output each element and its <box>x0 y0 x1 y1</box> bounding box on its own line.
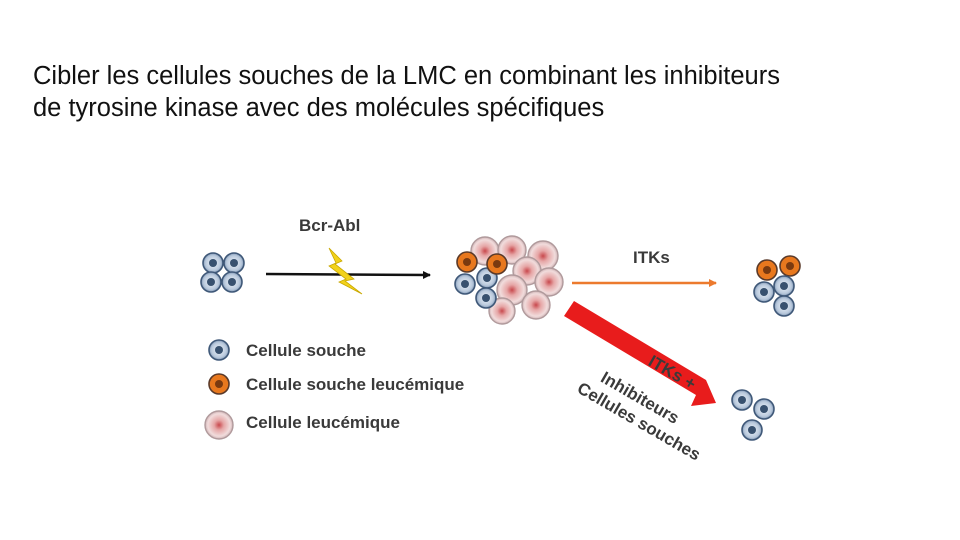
legend-label: Cellule souche leucémique <box>246 375 464 394</box>
stem-cell <box>223 252 245 274</box>
legend-label: Cellule souche <box>246 341 366 360</box>
stem-cell <box>202 252 224 274</box>
stem-cell <box>475 287 497 309</box>
legend-item-stem-cell: Cellule souche <box>208 339 366 361</box>
leukemic-stem-cell <box>779 255 801 277</box>
slide-title: Cibler les cellules souches de la LMC en… <box>33 60 933 124</box>
lightning-icon <box>328 247 363 295</box>
legend-item-leukemic-stem-cell: Cellule souche leucémique <box>208 373 464 395</box>
stem-cell <box>200 271 222 293</box>
title-line-1: Cibler les cellules souches de la LMC en… <box>33 62 780 90</box>
leukemic-stem-cell <box>456 251 478 273</box>
leukemic-cluster-center <box>454 235 564 325</box>
leukemic-stem-cell <box>756 259 778 281</box>
stem-cell <box>753 398 775 420</box>
stem-cell <box>753 281 775 303</box>
red-arrow-label-line-1: ITKs + <box>645 351 699 393</box>
stem-cell <box>454 273 476 295</box>
leukemic-cell-icon <box>204 410 234 440</box>
leukemic-cell <box>488 297 516 325</box>
title-line-2: de tyrosine kinase avec des molécules sp… <box>33 94 605 122</box>
leukemic-stem-cell <box>486 253 508 275</box>
stem-cell <box>731 389 753 411</box>
normal-stem-cluster-left <box>200 252 245 293</box>
stem-cell <box>773 295 795 317</box>
stem-cell <box>741 419 763 441</box>
result-cluster-combined <box>731 389 775 441</box>
legend-item-leukemic-cell: Cellule leucémique <box>204 410 400 440</box>
red-arrow <box>564 301 716 406</box>
leukemic-cell <box>534 267 564 297</box>
itks-label: ITKs <box>633 248 670 267</box>
stem-cell <box>773 275 795 297</box>
result-cluster-itks <box>753 255 801 317</box>
legend: Cellule souche Cellule souche leucémique… <box>204 339 464 440</box>
leukemic-cell <box>521 290 551 320</box>
bcr-abl-label: Bcr-Abl <box>299 216 360 235</box>
stem-cell <box>221 271 243 293</box>
legend-label: Cellule leucémique <box>246 413 400 432</box>
